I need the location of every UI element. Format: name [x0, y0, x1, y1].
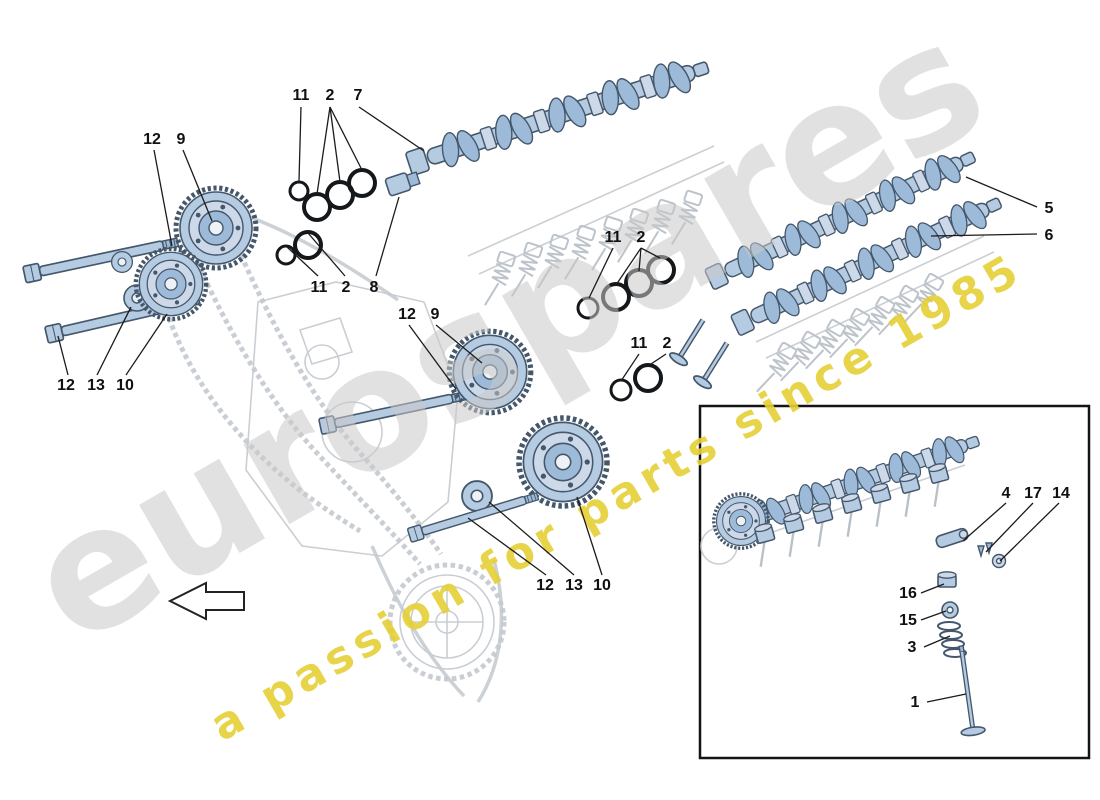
callout-5: 5	[1045, 200, 1054, 217]
callout-8: 8	[370, 279, 379, 296]
callout-12-center: 12	[398, 306, 416, 323]
inset-valve-spring	[937, 621, 967, 658]
o-ring	[633, 363, 663, 393]
o-ring	[646, 255, 676, 285]
callout-2-mid: 2	[637, 229, 646, 246]
variator-gear-upper-left-a	[176, 188, 256, 268]
callout-11-mid: 11	[605, 229, 622, 246]
seal-set-top	[275, 168, 377, 266]
inset-valve	[958, 644, 986, 737]
variator-gear-upper-left-b	[136, 249, 206, 319]
seal-ring	[275, 244, 297, 266]
inset-contents	[700, 424, 1007, 737]
inset-spring-seat	[941, 601, 959, 619]
callout-11-left: 11	[311, 279, 328, 296]
callout-10-left: 10	[116, 377, 134, 394]
cam-carrier-upper	[467, 145, 725, 311]
camshaft-front-cap	[384, 171, 421, 197]
callout-11-top: 11	[293, 87, 310, 104]
variator-washer-small	[110, 250, 134, 274]
callout-2-top: 2	[326, 87, 335, 104]
callout-16: 16	[899, 585, 917, 602]
inset-rocker	[935, 527, 969, 549]
callout-1: 1	[911, 694, 920, 711]
callout-3: 3	[908, 639, 917, 656]
leader-lines	[57, 106, 1060, 703]
direction-arrow-icon	[167, 581, 245, 621]
intake-valve	[692, 338, 735, 391]
callout-9-center: 9	[431, 306, 440, 323]
callout-9-upper-left: 9	[177, 131, 186, 148]
seal-ring	[576, 296, 600, 320]
callout-2-lower: 2	[663, 335, 672, 352]
variator-washer-bottom	[461, 480, 493, 512]
callout-7: 7	[354, 87, 363, 104]
o-ring	[293, 230, 323, 260]
seal-ring	[288, 180, 310, 202]
inset-spring-retainer	[991, 553, 1007, 569]
cam-carrier-right	[754, 235, 995, 400]
callout-15: 15	[899, 612, 917, 629]
callout-13-left: 13	[87, 377, 105, 394]
seal-ring	[609, 378, 633, 402]
callout-17: 17	[1024, 485, 1042, 502]
callout-12-bottom: 12	[536, 577, 554, 594]
callout-4: 4	[1002, 485, 1011, 502]
callout-14: 14	[1052, 485, 1070, 502]
callout-6: 6	[1045, 227, 1054, 244]
timing-chain	[166, 216, 507, 703]
callout-10-bottom: 10	[593, 577, 611, 594]
callout-2-left: 2	[342, 279, 351, 296]
callout-12-left: 12	[57, 377, 75, 394]
callout-12-upper-left: 12	[143, 131, 161, 148]
crank-sprocket	[399, 574, 495, 670]
callout-11-lower: 11	[631, 335, 648, 352]
callout-13-bottom: 13	[565, 577, 583, 594]
o-ring	[347, 168, 377, 198]
callout-labels: 12 9 11 2 7 11 2 8 5 6 11 2 12 9 11 2 12…	[57, 87, 1070, 711]
